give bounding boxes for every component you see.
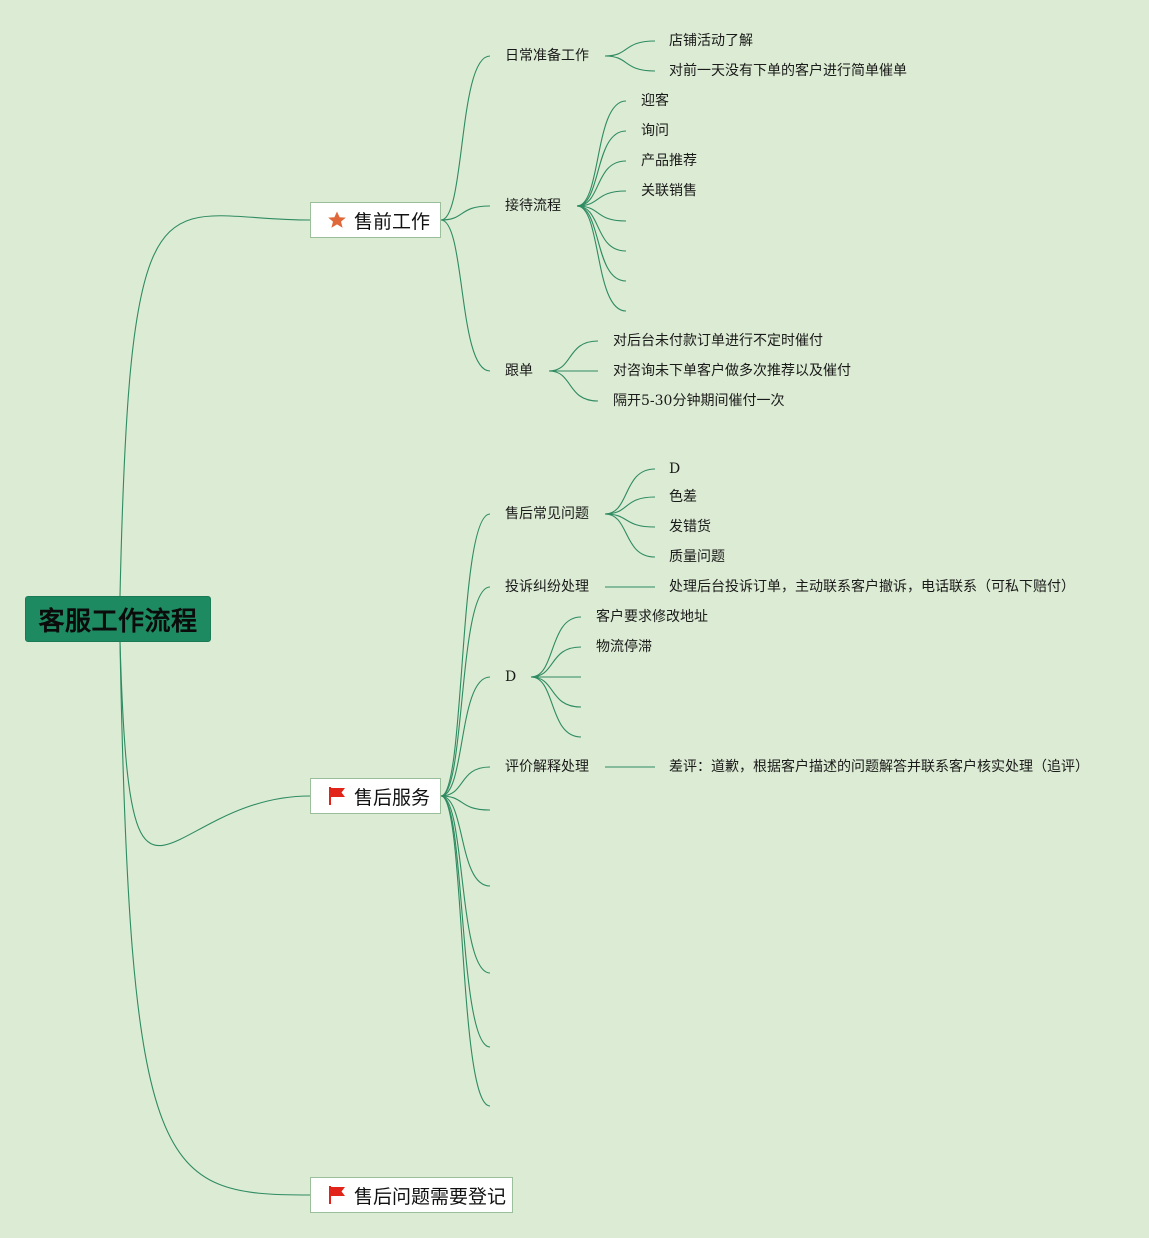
connector-common-3 [604,513,656,528]
connector-d-2 [530,646,582,678]
node-aftersale-label: 售后服务 [354,786,431,809]
connector-reception-4 [576,190,627,207]
leaf-reception-3[interactable]: 产品推荐 [641,153,697,169]
leaf-complaint-1[interactable]: 处理后台投诉订单，主动联系客户撤诉，电话联系（可私下赔付） [669,579,1075,595]
connector-aftersale-review [440,766,491,797]
connector-reception-1 [576,100,627,207]
leaf-followup-1[interactable]: 对后台未付款订单进行不定时催付 [613,333,823,349]
leaf-common-1[interactable]: D [669,461,681,477]
topic-reception[interactable]: 接待流程 [505,198,561,214]
connector-common-1 [604,468,656,515]
leaf-daily-1[interactable]: 店铺活动了解 [669,33,753,49]
leaf-reception-1[interactable]: 迎客 [641,93,669,109]
topic-review[interactable]: 评价解释处理 [505,759,589,775]
connector-d-1 [530,616,582,678]
node-register-label: 售后问题需要登记 [354,1185,507,1208]
connector-aftersale-complaint [440,586,491,797]
root-label: 客服工作流程 [38,606,198,637]
leaf-daily-2[interactable]: 对前一天没有下单的客户进行简单催单 [669,63,907,79]
connector-aftersale-d [440,676,491,797]
flag-icon [329,787,345,805]
leaf-common-3[interactable]: 发错货 [669,519,711,535]
connector-presale-followup [440,219,491,372]
leaf-reception-4[interactable]: 关联销售 [641,183,697,199]
connector-d-4 [530,676,582,708]
connector-common-2 [604,496,656,515]
connector-followup-1 [548,340,599,372]
flag-icon [329,1186,345,1204]
connector-root-aftersale [119,641,311,846]
leaf-common-2[interactable]: 色差 [669,489,697,505]
connector-reception-6 [576,205,627,252]
connector-aftersale-empty-4 [440,795,491,1048]
connector-common-4 [604,513,656,558]
leaf-followup-2[interactable]: 对咨询未下单客户做多次推荐以及催付 [613,363,851,379]
connector-aftersale-empty-2 [440,795,491,887]
connector-reception-5 [576,205,627,222]
node-aftersale[interactable]: 售后服务 [310,778,441,814]
node-presale[interactable]: 售前工作 [310,202,441,238]
node-presale-label: 售前工作 [354,210,431,233]
connector-aftersale-common [440,513,491,797]
leaf-reception-2[interactable]: 询问 [641,123,669,139]
topic-common[interactable]: 售后常见问题 [505,506,589,522]
connector-presale-daily [440,55,491,221]
root-node[interactable]: 客服工作流程 [25,596,211,642]
leaf-d-1[interactable]: 客户要求修改地址 [596,609,708,625]
topic-complaint[interactable]: 投诉纠纷处理 [505,579,589,595]
connector-followup-3 [548,370,599,402]
connector-presale-reception [440,205,491,221]
connector-aftersale-empty-3 [440,795,491,974]
connector-root-presale [119,215,311,597]
topic-followup[interactable]: 跟单 [505,363,533,379]
connector-reception-3 [576,160,627,207]
connector-aftersale-empty-5 [440,795,491,1107]
connector-root-register [119,641,311,1196]
connector-reception-8 [576,205,627,312]
star-icon [328,211,346,228]
node-register[interactable]: 售后问题需要登记 [310,1177,513,1213]
connector-daily-2 [604,55,656,72]
topic-d[interactable]: D [505,669,517,685]
connector-reception-2 [576,130,627,207]
topic-daily[interactable]: 日常准备工作 [505,48,589,64]
connector-aftersale-empty-1 [440,795,491,811]
leaf-followup-3[interactable]: 隔开5-30分钟期间催付一次 [613,393,785,409]
leaf-common-4[interactable]: 质量问题 [669,549,725,565]
connector-daily-1 [604,40,656,57]
leaf-d-2[interactable]: 物流停滞 [596,639,652,655]
leaf-review-1[interactable]: 差评：道歉，根据客户描述的问题解答并联系客户核实处理（追评） [669,759,1089,775]
connector-d-5 [530,676,582,738]
